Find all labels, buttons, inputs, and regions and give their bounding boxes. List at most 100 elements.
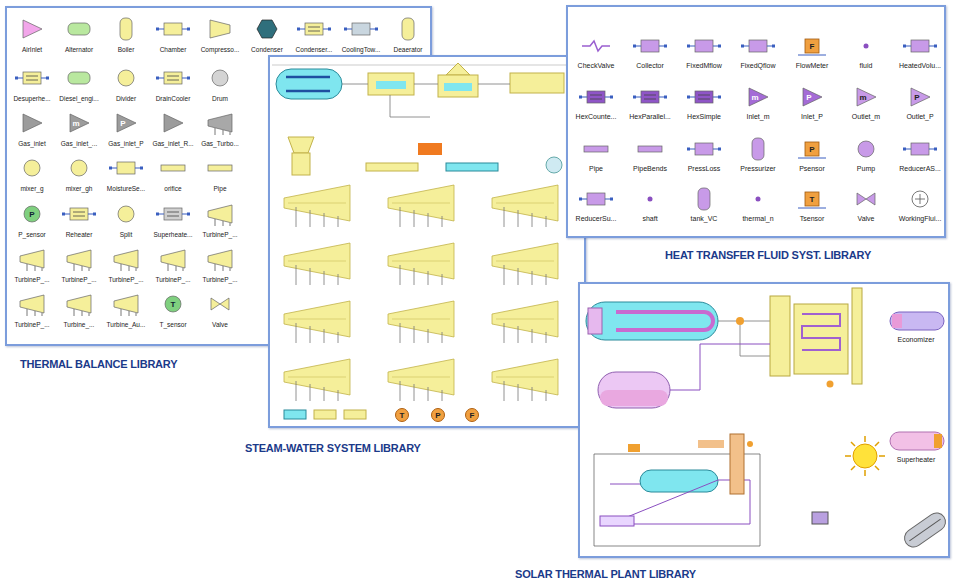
icon-shape: [215, 264, 230, 271]
icon-shape: [344, 28, 347, 31]
component-name: Divider: [116, 95, 136, 103]
component-name: Inlet_P: [801, 113, 823, 121]
illustration-part: [718, 321, 770, 356]
icon-shape: [208, 165, 232, 171]
icon-shape: [911, 88, 930, 106]
icon-shape: [26, 76, 38, 80]
icon-shape: [689, 96, 719, 97]
illustration-part: [284, 301, 350, 343]
illustration-part: [794, 304, 848, 374]
library-panel: STEAM-WATER SYSTEM LIBRARY TPF: [268, 55, 586, 428]
component-icon: [208, 114, 232, 135]
illustration-part: [288, 137, 314, 153]
icon-shape: [215, 219, 230, 226]
icon-shape: [187, 77, 190, 80]
component-icon: [903, 40, 937, 52]
component-name: Collector: [636, 62, 664, 70]
component-icon: [20, 250, 44, 271]
library-title: THERMAL BALANCE LIBRARY: [20, 358, 177, 371]
illustration-part: [598, 372, 670, 408]
component-name: HexParallel...: [629, 113, 671, 121]
component-name: Gas_inlet_...: [61, 140, 98, 148]
icon-shape: [579, 96, 582, 99]
icon-shape: [121, 309, 136, 316]
component-icon: [798, 39, 826, 55]
component-name: PipeBends: [633, 165, 667, 173]
icon-shape: [915, 194, 925, 204]
icon-shape: [934, 45, 937, 48]
icon-shape: [695, 91, 713, 103]
icon-shape: [109, 167, 112, 170]
icon-shape: [328, 28, 331, 31]
icon-shape: [156, 28, 159, 31]
component-name: CheckValve: [578, 62, 615, 70]
library-title: STEAM-WATER SYSTEM LIBRARY: [245, 442, 421, 455]
icon-shape: [70, 114, 89, 132]
icon-shape: [934, 148, 937, 151]
icon-letter: F: [470, 411, 475, 420]
icon-shape: [911, 40, 929, 52]
component-name: PressLoss: [688, 165, 721, 173]
illustration-part: [802, 314, 840, 350]
icon-shape: [67, 250, 91, 268]
component-icon: [864, 44, 869, 49]
icon-shape: [718, 45, 721, 48]
icon-shape: [73, 212, 85, 216]
component-name: Gas_inlet: [18, 140, 45, 148]
icon-shape: [641, 40, 659, 52]
component-icon: [344, 23, 378, 35]
icon-shape: [689, 148, 719, 149]
icon-shape: [120, 18, 132, 40]
component-icon: [752, 138, 764, 160]
component-name: DrainCooler: [156, 95, 191, 103]
icon-shape: [24, 206, 40, 222]
icon-shape: [212, 70, 228, 86]
component-name: Compresso...: [201, 46, 240, 54]
icon-shape: [664, 96, 667, 99]
component-icon: [211, 298, 229, 310]
illustration-part: [492, 243, 558, 285]
icon-shape: [211, 298, 229, 310]
illustration-part: [827, 381, 834, 388]
component-icon: [402, 18, 414, 40]
component-name: CoolingTow...: [342, 46, 381, 54]
illustration-part: [812, 512, 828, 524]
icon-shape: [20, 250, 44, 268]
component-icon: [156, 23, 190, 35]
icon-shape: [352, 23, 370, 35]
illustration-part: [890, 432, 944, 450]
icon-shape: [46, 77, 49, 80]
icon-letter: P: [435, 411, 440, 420]
component-name: Valve: [212, 321, 228, 329]
illustration-part: [909, 519, 940, 541]
illustration-part: [852, 288, 862, 384]
icon-letter: P: [914, 93, 919, 102]
component-icon: [208, 250, 232, 271]
icon-shape: [64, 213, 94, 214]
component-name: Split: [120, 231, 133, 239]
illustration-part: [314, 410, 336, 419]
icon-shape: [297, 28, 300, 31]
component-name: mixer_gh: [66, 185, 93, 193]
component-name: TurbineP_...: [202, 231, 237, 239]
illustration-part: [284, 359, 350, 401]
component-icon: [165, 296, 181, 312]
icon-shape: [864, 44, 869, 49]
illustration-part: [492, 301, 558, 343]
icon-shape: [164, 208, 182, 220]
icon-shape: [208, 114, 232, 132]
component-icon: [798, 142, 826, 158]
icon-shape: [62, 213, 65, 216]
component-name: Superheater: [897, 456, 936, 464]
component-icon: [15, 72, 49, 84]
component-icon: [24, 160, 40, 176]
icon-shape: [121, 264, 136, 271]
illustration-part: [432, 409, 445, 422]
illustration-part: [901, 509, 948, 550]
component-name: Outlet_m: [852, 113, 880, 121]
illustration-part: [640, 470, 718, 492]
library-title: SOLAR THERMAL PLANT LIBRARY: [515, 568, 696, 581]
icon-letter: m: [751, 93, 758, 102]
component-icon: [648, 197, 653, 202]
component-icon: [20, 295, 44, 316]
